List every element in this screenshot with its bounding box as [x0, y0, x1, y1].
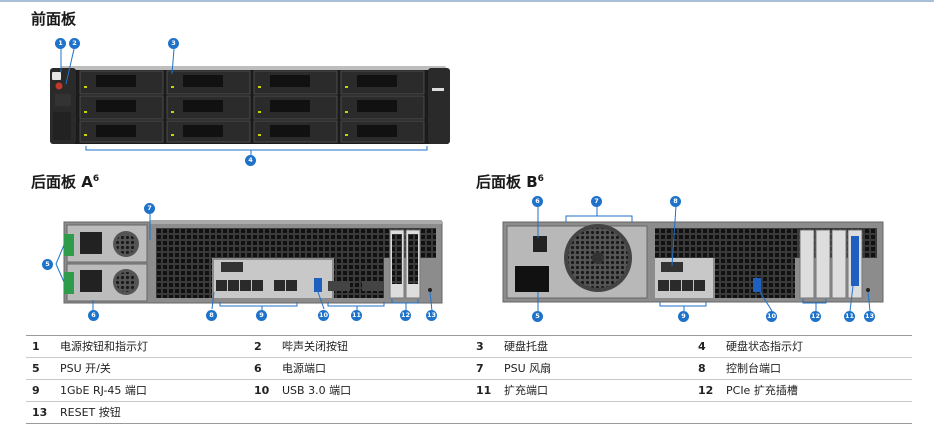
- psu-switch-b[interactable]: [533, 236, 547, 252]
- rear-panel-a-title: 后面板 A6: [31, 173, 100, 191]
- callout-a-9: 9: [256, 310, 267, 321]
- callout-b-6: 6: [532, 196, 543, 207]
- power-port-b[interactable]: [515, 266, 549, 292]
- callout-a-5: 5: [42, 259, 53, 270]
- drive-trays: [79, 70, 425, 143]
- callout-b-5: 5: [532, 311, 543, 322]
- right-ear: [428, 68, 450, 144]
- front-panel-title: 前面板: [31, 10, 77, 28]
- rear-panel-a-illustration: [63, 220, 443, 304]
- callout-a-8: 8: [206, 310, 217, 321]
- usb-ports-a[interactable]: [314, 278, 322, 292]
- rj45-ports-a[interactable]: [216, 280, 297, 291]
- callout-b-8: 8: [670, 196, 681, 207]
- usb-ports-b[interactable]: [753, 278, 761, 292]
- callout-a-13: 13: [426, 310, 437, 321]
- callout-b-10: 10: [766, 311, 777, 322]
- pcie-slot-b1: [799, 229, 815, 299]
- rj45-ports-b[interactable]: [658, 280, 705, 291]
- callout-a-6: 6: [88, 310, 99, 321]
- callout-a-11: 11: [351, 310, 362, 321]
- callout-1: 1: [55, 38, 66, 49]
- reset-button-a[interactable]: [428, 288, 432, 292]
- expansion-card-b: [851, 236, 859, 286]
- expansion-port-a1[interactable]: [328, 281, 350, 291]
- rear-panel-b-title: 后面板 B6: [476, 173, 544, 191]
- callout-b-9: 9: [678, 311, 689, 322]
- console-port-a[interactable]: [221, 262, 243, 272]
- power-button[interactable]: [52, 72, 61, 80]
- callout-2: 2: [69, 38, 80, 49]
- callout-b-11: 11: [844, 311, 855, 322]
- reset-button-b[interactable]: [866, 288, 870, 292]
- callout-a-12: 12: [400, 310, 411, 321]
- rear-panel-b-illustration: [502, 221, 884, 303]
- top-divider: [0, 0, 934, 2]
- console-port-b[interactable]: [661, 262, 683, 272]
- callout-b-12: 12: [810, 311, 821, 322]
- callout-3: 3: [168, 38, 179, 49]
- callout-a-10: 10: [318, 310, 329, 321]
- expansion-port-a2[interactable]: [362, 281, 384, 291]
- callout-a-7: 7: [144, 203, 155, 214]
- beep-off-button[interactable]: [55, 82, 63, 90]
- power-port-1[interactable]: [80, 232, 102, 254]
- callout-4: 4: [245, 155, 256, 166]
- callout-b-13: 13: [864, 311, 875, 322]
- power-port-2[interactable]: [80, 270, 102, 292]
- callout-b-7: 7: [591, 196, 602, 207]
- pcie-slot-b2: [815, 229, 831, 299]
